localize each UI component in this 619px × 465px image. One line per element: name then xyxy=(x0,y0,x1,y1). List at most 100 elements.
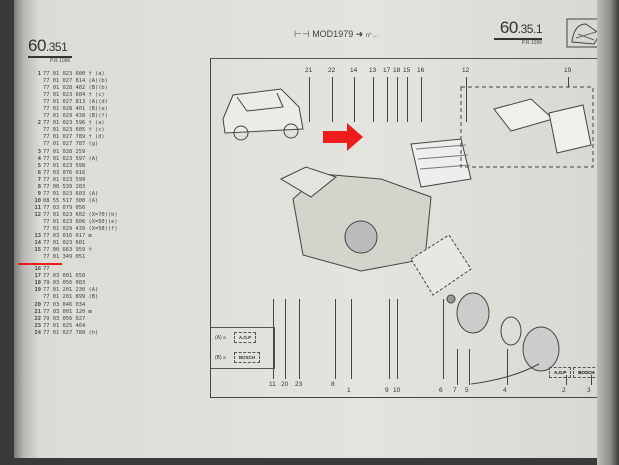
callout-label: 2 xyxy=(562,387,566,394)
leader-line xyxy=(591,375,592,385)
callout-label: 14 xyxy=(350,67,358,74)
item-number: 21 xyxy=(34,308,42,315)
part-code: 77 01 023 605 xyxy=(43,127,86,134)
leader-line xyxy=(443,299,444,379)
page-edge-shadow xyxy=(597,0,619,465)
callout-label: 10 xyxy=(393,387,401,394)
page-number-main: 60 xyxy=(499,18,518,37)
part-code: 77 00 663 959 xyxy=(43,247,86,254)
legend-key: (B) xyxy=(215,355,222,361)
divider xyxy=(28,56,72,58)
tag-aop: A.O.P xyxy=(549,367,572,378)
leader-line xyxy=(407,77,408,122)
item-number: 7 xyxy=(37,176,41,183)
part-code: 77 01 349 051 xyxy=(43,254,86,261)
item-number: 22 xyxy=(34,315,42,322)
leader-line xyxy=(335,299,336,379)
part-note: (A)(b) xyxy=(88,78,108,85)
part-note: (g) xyxy=(88,141,99,148)
item-number: 23 xyxy=(34,322,42,329)
leader-line xyxy=(332,77,333,122)
parts-list-row: 77 01 027 787 (g) xyxy=(34,141,118,148)
blower-fan xyxy=(410,234,560,385)
callout-label: 9 xyxy=(385,387,389,394)
leader-line xyxy=(351,299,352,379)
part-note: (A) xyxy=(88,197,99,204)
item-number: 3 xyxy=(37,148,41,155)
part-code: 77 01 023 604 xyxy=(43,92,86,99)
part-code: 77 03 079 056 xyxy=(43,204,86,211)
item-number: 24 xyxy=(34,329,42,336)
part-code: 77 xyxy=(43,266,50,273)
legend-symbol: ≥ xyxy=(223,335,226,341)
legend-entry: (B) ≥BOSCH xyxy=(215,352,261,363)
part-note: (B) xyxy=(88,294,99,301)
part-code: 77 00 539 203 xyxy=(43,183,86,190)
parts-list-row: 77 01 023 605 † (c) xyxy=(34,127,118,134)
catalog-page: 60.351 P.R.1096 ⊢⊣ MOD1979 ➜ n° ... 60.3… xyxy=(14,0,609,458)
leader-line xyxy=(309,77,310,122)
leader-line xyxy=(299,299,300,379)
part-code: 77 01 023 599 xyxy=(43,176,86,183)
legend-box: (A) ≥A.O.P(B) ≥BOSCH xyxy=(211,327,275,369)
parts-list-row: 77 01 023 606 (X=50)(e) xyxy=(34,219,118,226)
part-code: 77 03 001 120 xyxy=(43,308,86,315)
left-page-number: 60.351 P.R.1096 xyxy=(28,36,72,64)
part-note: † (a) xyxy=(88,120,105,127)
parts-list-row: 77 01 027 814 (A)(b) xyxy=(34,78,118,85)
part-note: (h) xyxy=(88,329,99,336)
part-code: 77 01 201 899 xyxy=(43,294,86,301)
page-number-sub: .351 xyxy=(45,40,68,54)
model-suffix: n° ... xyxy=(365,33,379,39)
part-note: † xyxy=(88,247,92,254)
callout-label: 16 xyxy=(417,67,425,74)
tag-bosch: BOSCH xyxy=(573,367,600,378)
part-code: 77 01 023 603 xyxy=(43,190,86,197)
part-note: ⊠ xyxy=(88,308,92,315)
callout-label: 5 xyxy=(465,387,469,394)
leader-line xyxy=(397,299,398,379)
parts-list-row: 77 01 027 789 † (d) xyxy=(34,134,118,141)
callout-label: 4 xyxy=(503,387,507,394)
part-note: (X=58)(f) xyxy=(88,226,118,233)
car-illustration xyxy=(222,88,304,141)
part-code: 77 01 023 602 xyxy=(43,211,86,218)
parts-list-row: 77 01 027 813 (A)(d) xyxy=(34,99,118,106)
leader-line xyxy=(566,375,567,385)
page-number-main: 60 xyxy=(28,36,46,55)
part-note: (A) xyxy=(88,287,99,294)
part-code: 77 01 023 598 xyxy=(43,162,86,169)
model-label: MOD1979 xyxy=(312,29,354,39)
callout-label: 3 xyxy=(587,387,591,394)
divider xyxy=(494,38,542,40)
part-code: 77 03 016 017 xyxy=(43,233,86,240)
item-number: 18 xyxy=(34,280,42,287)
part-note: † (c) xyxy=(88,127,105,134)
callout-label: 23 xyxy=(295,381,303,388)
item-number: 13 xyxy=(34,233,42,240)
item-number: 12 xyxy=(34,211,42,218)
callout-label: 13 xyxy=(369,67,377,74)
page-number-sub: .35.1 xyxy=(517,22,543,36)
leader-line xyxy=(285,299,286,379)
legend-symbol: ≥ xyxy=(223,355,226,361)
part-code: 77 01 027 813 xyxy=(43,99,86,106)
part-code: 77 03 046 034 xyxy=(43,301,86,308)
arrow-icon: ➜ xyxy=(355,29,364,39)
callout-label: 8 xyxy=(331,381,335,388)
part-code: 77 01 027 789 xyxy=(43,134,86,141)
item-number: 15 xyxy=(34,247,42,254)
part-code: 77 01 027 787 xyxy=(43,141,86,148)
part-code: 77 01 029 439 xyxy=(43,226,86,233)
part-note: (X=50)(e) xyxy=(88,218,118,225)
